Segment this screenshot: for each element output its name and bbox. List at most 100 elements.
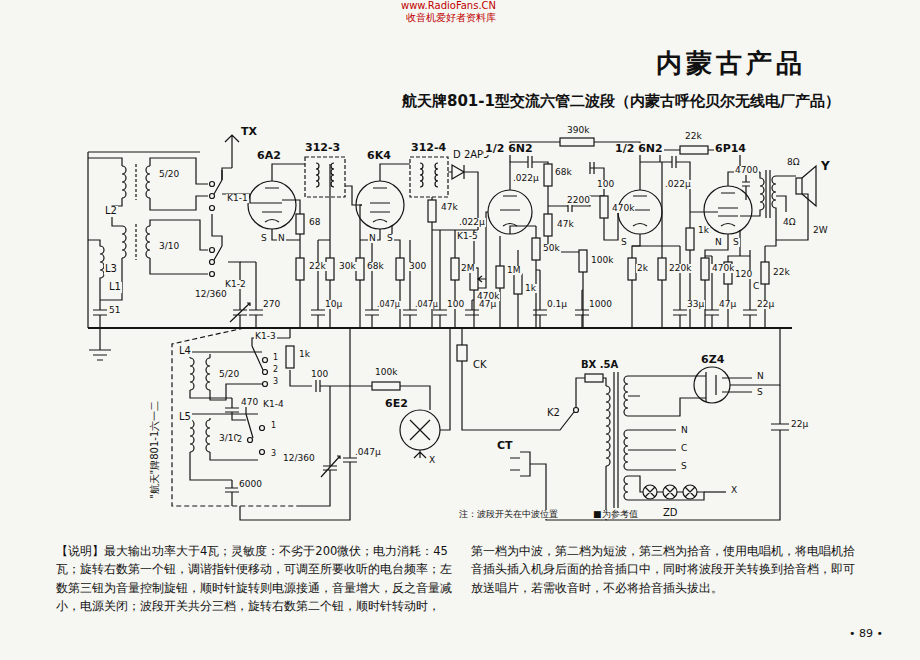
component-label: 100 — [310, 370, 329, 379]
component-label: .022μ — [512, 174, 540, 183]
component-label: L5 — [178, 412, 192, 423]
component-label: 3 — [272, 378, 279, 386]
component-label: K1-1 — [226, 194, 249, 203]
component-label: 0.1μ — [546, 300, 568, 309]
component-label: 47μ — [718, 300, 737, 309]
component-label: 22k — [308, 262, 327, 271]
component-label: 390k — [566, 126, 590, 135]
component-label: 12/360 — [194, 290, 228, 299]
component-label: 1k — [298, 350, 311, 359]
component-label: 22k — [772, 268, 791, 277]
watermark: www.RadioFans.CN — [400, 1, 497, 12]
component-label: K1-2 — [224, 280, 247, 289]
component-label: 1k — [697, 226, 710, 235]
component-label: 2 — [236, 436, 243, 444]
component-label: 47k — [556, 220, 575, 229]
component-label: 100k — [590, 256, 614, 265]
component-label: Y — [820, 160, 831, 173]
component-label: 220k — [668, 264, 692, 273]
component-label: 4700 — [734, 166, 759, 175]
component-label: 2M — [460, 264, 476, 273]
component-label: 1/2 6N2 — [614, 143, 664, 155]
component-label: 33μ — [686, 300, 705, 309]
component-label: S — [260, 234, 268, 243]
component-label: 4Ω — [782, 218, 797, 227]
component-label: 1000 — [588, 300, 613, 309]
component-label: 2k — [636, 264, 649, 273]
description-text: 第一档为中波，第二档为短波，第三档为拾音，使用电唱机，将电唱机拾音插头插入机身后… — [470, 542, 867, 597]
component-label: 3/10 — [158, 242, 180, 251]
component-label: BX .5A — [580, 360, 619, 371]
component-label: 2 — [272, 366, 279, 374]
component-label: L4 — [178, 346, 192, 357]
component-label: TX — [240, 126, 258, 138]
component-label: 68k — [366, 262, 385, 271]
component-label: L2 — [104, 206, 118, 217]
component-label: .047μ — [414, 301, 439, 309]
component-label: X — [730, 486, 738, 495]
component-label: 470k — [711, 264, 735, 273]
component-label: 30k — [338, 262, 357, 271]
description-text: 【说明】最大输出功率大于4瓦；灵敏度：不劣于200微伏；电力消耗：45瓦；旋转右… — [55, 542, 462, 616]
component-label: .047μ — [354, 448, 382, 457]
component-label: 47μ — [478, 300, 497, 309]
component-label: 51 — [108, 306, 121, 315]
component-label: S — [386, 234, 394, 243]
component-label: N — [714, 238, 723, 247]
component-label: N — [368, 234, 377, 243]
component-label: N — [680, 426, 689, 435]
model-note: "航天"牌801-1六一二 — [150, 400, 161, 500]
component-label: S — [620, 238, 628, 247]
component-label: K2 — [546, 408, 561, 419]
component-label: 300 — [408, 262, 427, 271]
component-label: 68k — [554, 168, 573, 177]
heading: 航天牌801-1型交流六管二波段（内蒙古呼伦贝尔无线电厂产品） — [402, 92, 840, 111]
watermark: 收音机爱好者资料库 — [405, 13, 497, 24]
component-label: 5/20 — [158, 170, 180, 179]
component-label: 312-4 — [410, 142, 447, 154]
component-label: 12/360 — [282, 454, 316, 463]
component-label: 22μ — [756, 300, 775, 309]
component-label: 3 — [270, 450, 277, 458]
component-label: 68 — [308, 218, 321, 227]
component-label: 5/20 — [218, 370, 240, 379]
component-label: .022μ — [664, 180, 692, 189]
component-label: 2W — [812, 226, 829, 235]
component-label: S — [732, 238, 740, 247]
brand-heading: 内蒙古产品 — [655, 50, 807, 77]
component-label: CT — [496, 440, 514, 452]
component-label: 100k — [374, 368, 398, 377]
component-label: 50k — [542, 244, 561, 253]
component-label: C — [752, 282, 760, 291]
component-label: L3 — [104, 264, 118, 275]
component-label: 1 — [272, 354, 279, 362]
component-label: 6K4 — [366, 150, 392, 162]
component-label: K1-5 — [456, 232, 479, 241]
component-label: X — [428, 456, 436, 465]
component-label: .047μ — [376, 301, 401, 309]
component-label: 6Z4 — [700, 354, 725, 366]
component-label: S — [680, 462, 688, 471]
component-label: 6000 — [238, 480, 263, 489]
component-label: 47k — [440, 203, 459, 212]
component-label: 1/2 6N2 — [484, 143, 534, 155]
component-label: N — [277, 234, 286, 243]
component-label: C — [680, 444, 688, 453]
component-label: 470k — [611, 204, 635, 213]
component-label: K1-4 — [262, 400, 285, 409]
component-label: 100 — [446, 300, 465, 309]
component-label: 120 — [734, 270, 753, 279]
component-label: 8Ω — [786, 158, 801, 167]
component-label: 注：波段开关在中波位置 — [458, 510, 559, 519]
component-label: 10μ — [324, 300, 343, 309]
component-label: 6A2 — [256, 150, 282, 162]
component-label: 470 — [240, 398, 259, 407]
component-label: 312-3 — [304, 142, 341, 154]
component-label: 270 — [262, 300, 281, 309]
component-label: 2200 — [566, 196, 591, 205]
component-label: 6E2 — [384, 398, 409, 410]
component-label: 22k — [684, 132, 703, 141]
component-label: .022μ — [458, 218, 486, 227]
component-label: K1-3 — [254, 332, 277, 341]
component-label: 1k — [524, 284, 537, 293]
